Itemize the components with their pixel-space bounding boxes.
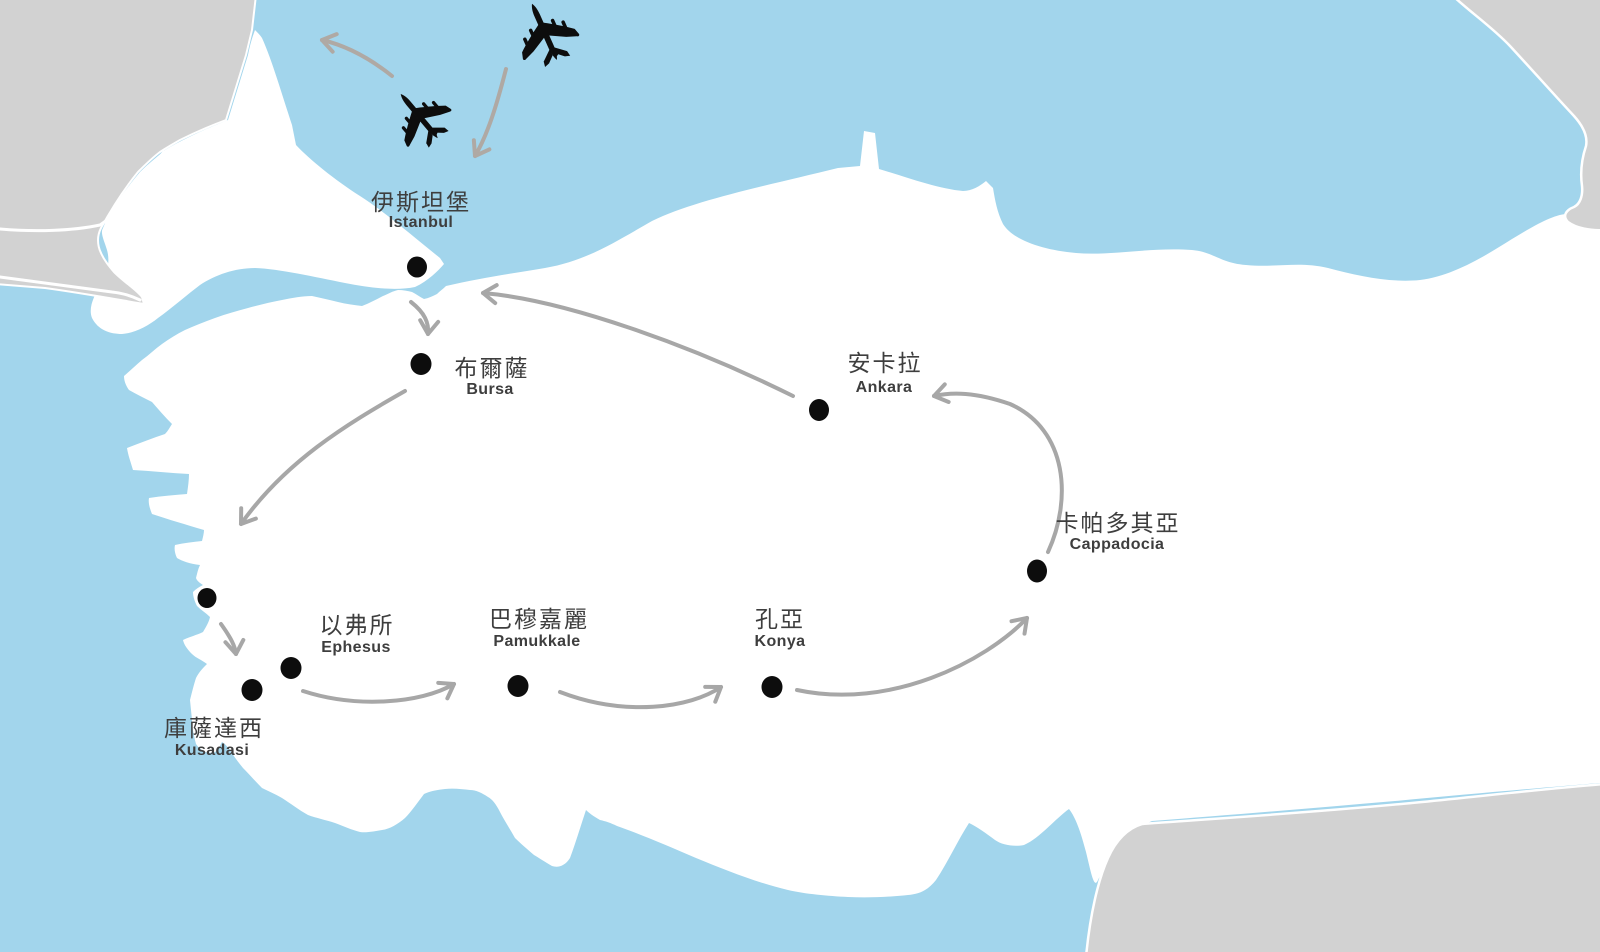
route-ephesus-to-pamukkale <box>301 680 456 704</box>
turkey-landmass <box>124 131 1600 916</box>
route-istanbul-to-bursa <box>409 300 441 336</box>
route-plane-arrival-arrow <box>471 67 508 158</box>
city-dot-kusadasi <box>241 679 263 701</box>
city-dot-pamukkale <box>507 675 529 697</box>
thrace-landmass <box>90 30 444 334</box>
balkans-border-line-south <box>0 275 142 302</box>
city-dot-bursa <box>410 353 432 375</box>
route-plane-departure-arrow <box>320 32 394 78</box>
caucasus-landmass <box>1455 0 1600 232</box>
syria-landmass <box>1085 783 1600 952</box>
city-dot-konya <box>761 676 783 698</box>
route-pamukkale-to-konya <box>558 684 723 710</box>
route-coast-to-kusadasi <box>219 622 246 656</box>
city-dot-aegean-coast <box>197 588 217 608</box>
route-ankara-to-istanbul <box>481 283 795 398</box>
city-dot-ankara <box>809 399 829 421</box>
balkans-landmass <box>0 0 257 306</box>
route-konya-to-cappadocia <box>795 616 1029 697</box>
route-bursa-to-coast <box>239 389 407 526</box>
balkans-border-line-north <box>0 150 166 233</box>
city-dot-istanbul <box>407 256 427 278</box>
city-dot-ephesus <box>280 657 302 679</box>
city-dot-cappadocia <box>1027 559 1047 583</box>
route-cappadocia-to-ankara <box>932 382 1064 554</box>
